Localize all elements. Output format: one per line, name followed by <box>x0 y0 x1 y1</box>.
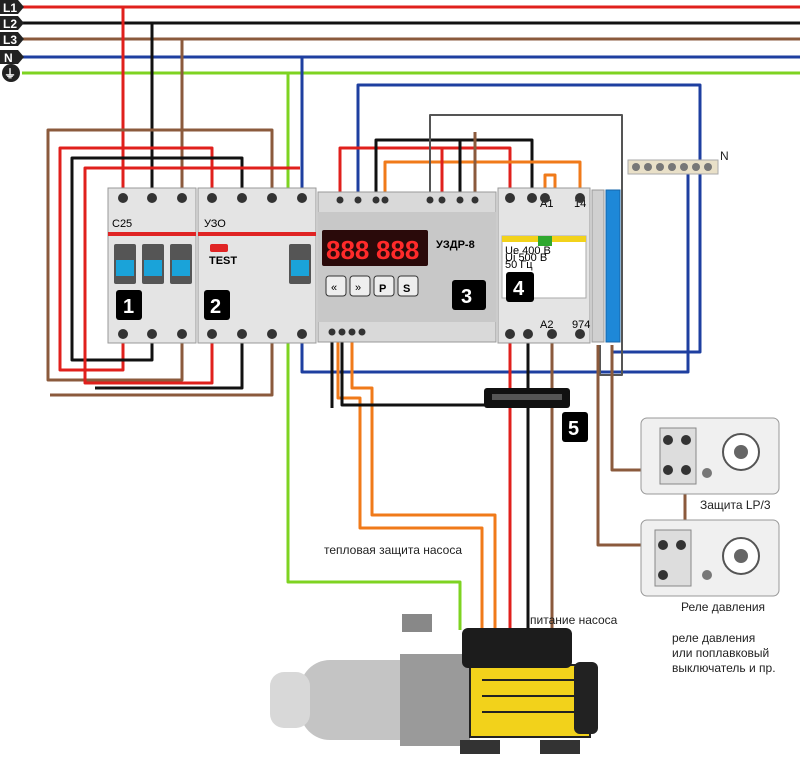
wire-rcd-out-l3 <box>50 335 274 397</box>
protection-relay[interactable]: Защита LP/3 <box>640 417 780 512</box>
wire-rcd-out-l1 <box>83 166 300 385</box>
breaker-lever-1[interactable] <box>116 260 134 276</box>
wire-ctrl-orange-a <box>383 160 582 195</box>
wire-contactor-orange <box>543 173 557 195</box>
bus-tag-l2: L2 <box>0 16 24 31</box>
contactor-spec-2: Ui 500 B <box>505 252 547 264</box>
junction-box: 5 <box>484 388 588 442</box>
bus-tag-pe: ⏚ <box>2 64 20 82</box>
bus-tags: L1 L2 L3 N ⏚ <box>0 0 24 82</box>
note-line-1: реле давления <box>672 631 755 645</box>
wire-rcd-out-l2 <box>95 335 244 390</box>
neutral-bar: N <box>627 149 729 175</box>
wire-l3-loop <box>46 128 274 382</box>
pump <box>270 614 598 754</box>
protection-label: Защита LP/3 <box>700 498 771 512</box>
wire-to-pressure-relay <box>596 345 655 547</box>
test-button[interactable] <box>210 244 228 252</box>
test-label: TEST <box>209 255 237 267</box>
wire-ctrl-grey <box>429 114 623 376</box>
note-line-3: выключатель и пр. <box>672 661 776 675</box>
controller-label: УЗДР-8 <box>436 239 475 251</box>
button-prev[interactable] <box>325 275 347 297</box>
bus-tag-n: N <box>0 50 24 65</box>
bus-tag-n-label: N <box>4 51 13 65</box>
junction-number: 5 <box>568 418 579 440</box>
breaker-number: 1 <box>123 296 134 318</box>
button-s[interactable] <box>397 275 419 297</box>
contactor-spec-1: Ue 400 B <box>505 245 551 257</box>
led-display <box>322 230 428 266</box>
controller-number: 3 <box>461 286 472 308</box>
button-next-label: » <box>355 282 361 294</box>
wire-n-upper <box>356 83 702 354</box>
breaker-lever-2[interactable] <box>144 260 162 276</box>
wire-thermal-b <box>350 332 497 650</box>
wire-l2-loop <box>70 156 244 362</box>
bus-lines <box>22 5 800 75</box>
breaker-label: C25 <box>112 218 132 230</box>
bus-tag-l1-label: L1 <box>3 1 17 15</box>
display-left-digits: 888 <box>326 235 369 265</box>
wire-l1-loop <box>58 146 214 372</box>
wire-thermal-a <box>336 332 484 650</box>
wires <box>46 7 702 650</box>
display-right-digits: 888 <box>376 235 419 265</box>
contactor-number: 4 <box>513 278 525 300</box>
pump-body <box>469 664 591 738</box>
wire-ctrl-l2 <box>374 138 534 195</box>
button-p-label: P <box>379 283 386 295</box>
wire-ctrl-to-junction-a <box>340 332 510 407</box>
wire-ctrl-l1 <box>338 146 512 195</box>
button-p[interactable] <box>373 275 395 297</box>
pressure-relay[interactable]: Реле давления <box>640 519 780 614</box>
pump-terminal-box <box>462 628 572 668</box>
bus-tag-l3-label: L3 <box>3 33 17 47</box>
breaker-lever-3[interactable] <box>172 260 190 276</box>
pressure-relay-label: Реле давления <box>681 600 765 614</box>
button-next[interactable] <box>349 275 371 297</box>
bus-tag-l2-label: L2 <box>3 17 17 31</box>
button-prev-label: « <box>331 282 337 294</box>
contactor-indicator <box>538 236 552 246</box>
ground-icon: ⏚ <box>4 67 16 81</box>
neutral-bar-label: N <box>720 149 729 163</box>
contactor-spec-3: 50 Гц <box>505 259 533 271</box>
controller-uzdr8[interactable]: 888 888 УЗДР-8 « » P S 3 <box>317 191 497 343</box>
controller-buttons: « » P S <box>325 275 419 297</box>
pump-power-label: питание насоса <box>530 613 618 627</box>
rcd-label: УЗО <box>204 218 226 230</box>
wire-n-to-bar <box>300 165 690 374</box>
rcd-uzo[interactable]: УЗО TEST 2 <box>197 187 317 344</box>
thermal-protection-label: тепловая защита насоса <box>324 543 462 557</box>
note-line-2: или поплавковый <box>672 646 769 660</box>
terminal-blocks <box>591 189 621 343</box>
rcd-number: 2 <box>210 296 221 318</box>
breaker-c25[interactable]: C25 1 <box>107 187 197 344</box>
contactor-term-974: 974 <box>572 319 590 331</box>
rcd-lever[interactable] <box>291 260 309 276</box>
bus-tag-l1: L1 <box>0 0 24 15</box>
button-s-label: S <box>403 283 410 295</box>
contactor[interactable]: Ue 400 B Ui 500 B 50 Гц A1 14 A2 974 4 <box>497 187 591 344</box>
contactor-term-a2: A2 <box>540 319 553 331</box>
bus-tag-l3: L3 <box>0 32 24 47</box>
